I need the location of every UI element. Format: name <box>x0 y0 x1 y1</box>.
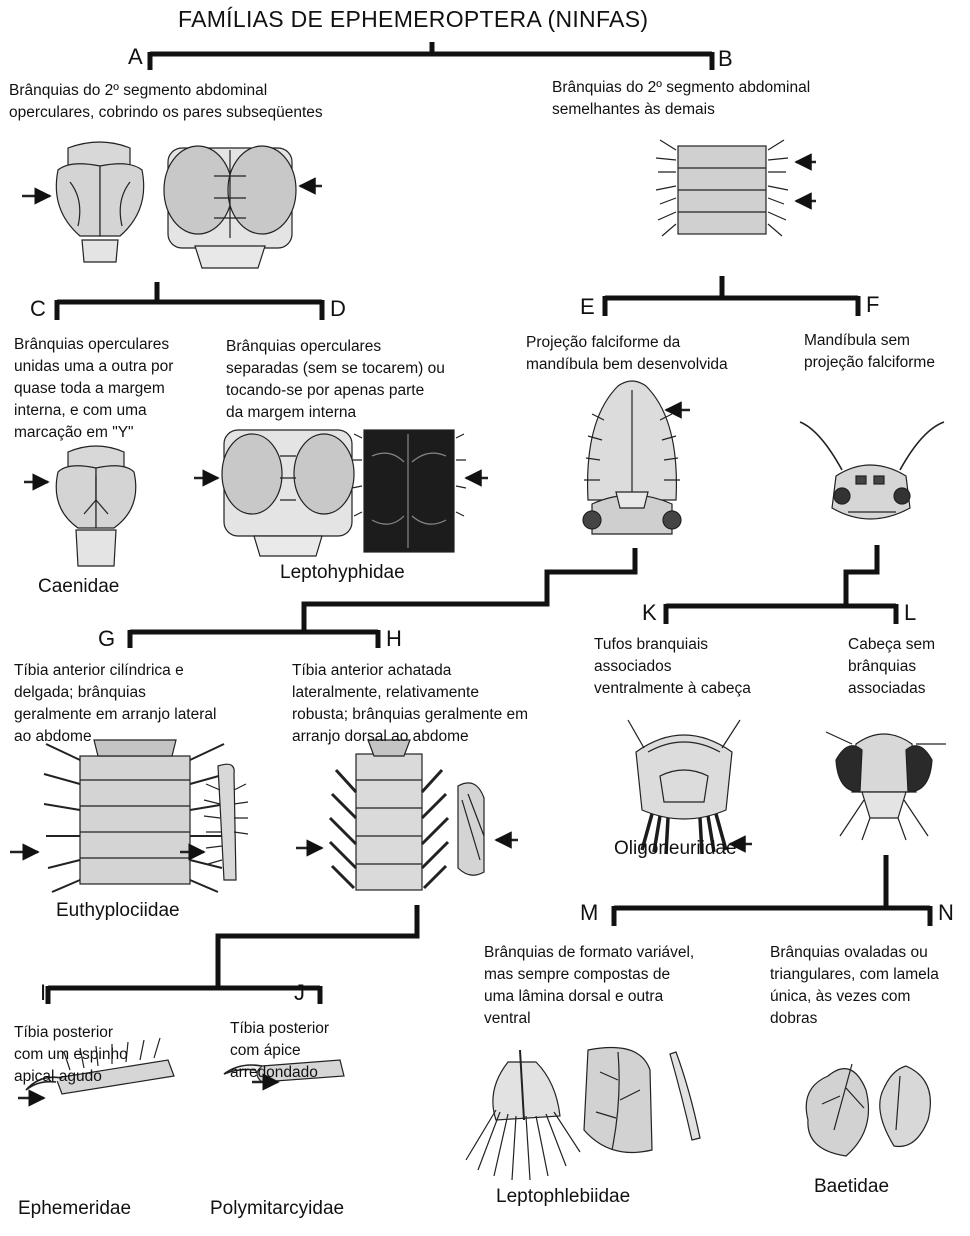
node-f-text: Mandíbula sem projeção falciforme <box>804 330 935 374</box>
leptophlebiidae-gill-1 <box>466 1050 580 1180</box>
node-m-text: Brânquias de formato variável, mas sempr… <box>484 942 694 1030</box>
euthyplociidae-tibia-drawing <box>204 764 248 880</box>
flattened-tibia-drawing <box>458 783 484 875</box>
leptohyphidae-gills-drawing-1 <box>222 430 354 556</box>
node-c-letter: C <box>30 296 46 322</box>
abdomen-lateral-gills-drawing-b <box>656 140 788 236</box>
node-k-letter: K <box>642 600 657 626</box>
family-leptophlebiidae: Leptophlebiidae <box>496 1186 630 1208</box>
dorsal-gills-abdomen-drawing <box>330 740 448 890</box>
node-m-letter: M <box>580 900 598 926</box>
node-d-letter: D <box>330 296 346 322</box>
node-h-text: Tíbia anterior achatada lateralmente, re… <box>292 660 528 748</box>
diagram-title: FAMÍLIAS DE EPHEMEROPTERA (NINFAS) <box>178 6 648 33</box>
node-j-letter: J <box>294 980 305 1006</box>
node-a-text: Brânquias do 2º segmento abdominal operc… <box>9 80 323 124</box>
caenidae-drawing <box>56 446 136 566</box>
falciform-mandible-drawing <box>583 381 681 534</box>
family-ephemeridae: Ephemeridae <box>18 1198 131 1220</box>
node-j-text: Tíbia posterior com ápice arredondado <box>230 1018 329 1084</box>
oligoneuriidae-drawing <box>628 720 740 854</box>
node-f-letter: F <box>866 292 879 318</box>
leptophlebiidae-gill-2 <box>584 1048 652 1153</box>
node-i-text: Tíbia posterior com um espinho apical ag… <box>14 1022 128 1088</box>
node-h-letter: H <box>386 626 402 652</box>
operculate-gills-drawing-a1 <box>56 142 143 262</box>
node-n-letter: N <box>938 900 954 926</box>
node-l-letter: L <box>904 600 916 626</box>
baetidae-gill-2 <box>880 1066 931 1146</box>
family-baetidae: Baetidae <box>814 1176 889 1198</box>
family-oligoneuriidae: Oligoneuriidae <box>614 838 737 860</box>
family-polymitarcyidae: Polymitarcyidae <box>210 1198 344 1220</box>
leptophlebiidae-gill-3 <box>670 1052 700 1140</box>
leptohyphidae-gills-drawing-2 <box>352 430 466 552</box>
family-euthyplociidae: Euthyplociidae <box>56 900 180 922</box>
node-l-text: Cabeça sem brânquias associadas <box>848 634 935 700</box>
node-e-text: Projeção falciforme da mandíbula bem des… <box>526 332 728 376</box>
operculate-gills-drawing-a2 <box>164 146 296 268</box>
euthyplociidae-abdomen-drawing <box>44 740 226 892</box>
baetidae-gill-1 <box>806 1064 868 1156</box>
node-b-letter: B <box>718 46 733 72</box>
node-k-text: Tufos branquiais associados ventralmente… <box>594 634 751 700</box>
node-g-letter: G <box>98 626 115 652</box>
family-leptohyphidae: Leptohyphidae <box>280 562 405 584</box>
node-i-letter: I <box>40 980 46 1006</box>
node-b-text: Brânquias do 2º segmento abdominal semel… <box>552 77 810 121</box>
node-g-text: Tíbia anterior cilíndrica e delgada; brâ… <box>14 660 216 748</box>
head-without-falciform-drawing <box>800 422 944 519</box>
family-caenidae: Caenidae <box>38 576 119 598</box>
node-n-text: Brânquias ovaladas ou triangulares, com … <box>770 942 939 1030</box>
node-a-letter: A <box>128 44 143 70</box>
node-c-text: Brânquias operculares unidas uma a outra… <box>14 334 173 444</box>
node-e-letter: E <box>580 294 595 320</box>
node-d-text: Brânquias operculares separadas (sem se … <box>226 336 445 424</box>
head-without-gills-drawing <box>826 732 946 840</box>
